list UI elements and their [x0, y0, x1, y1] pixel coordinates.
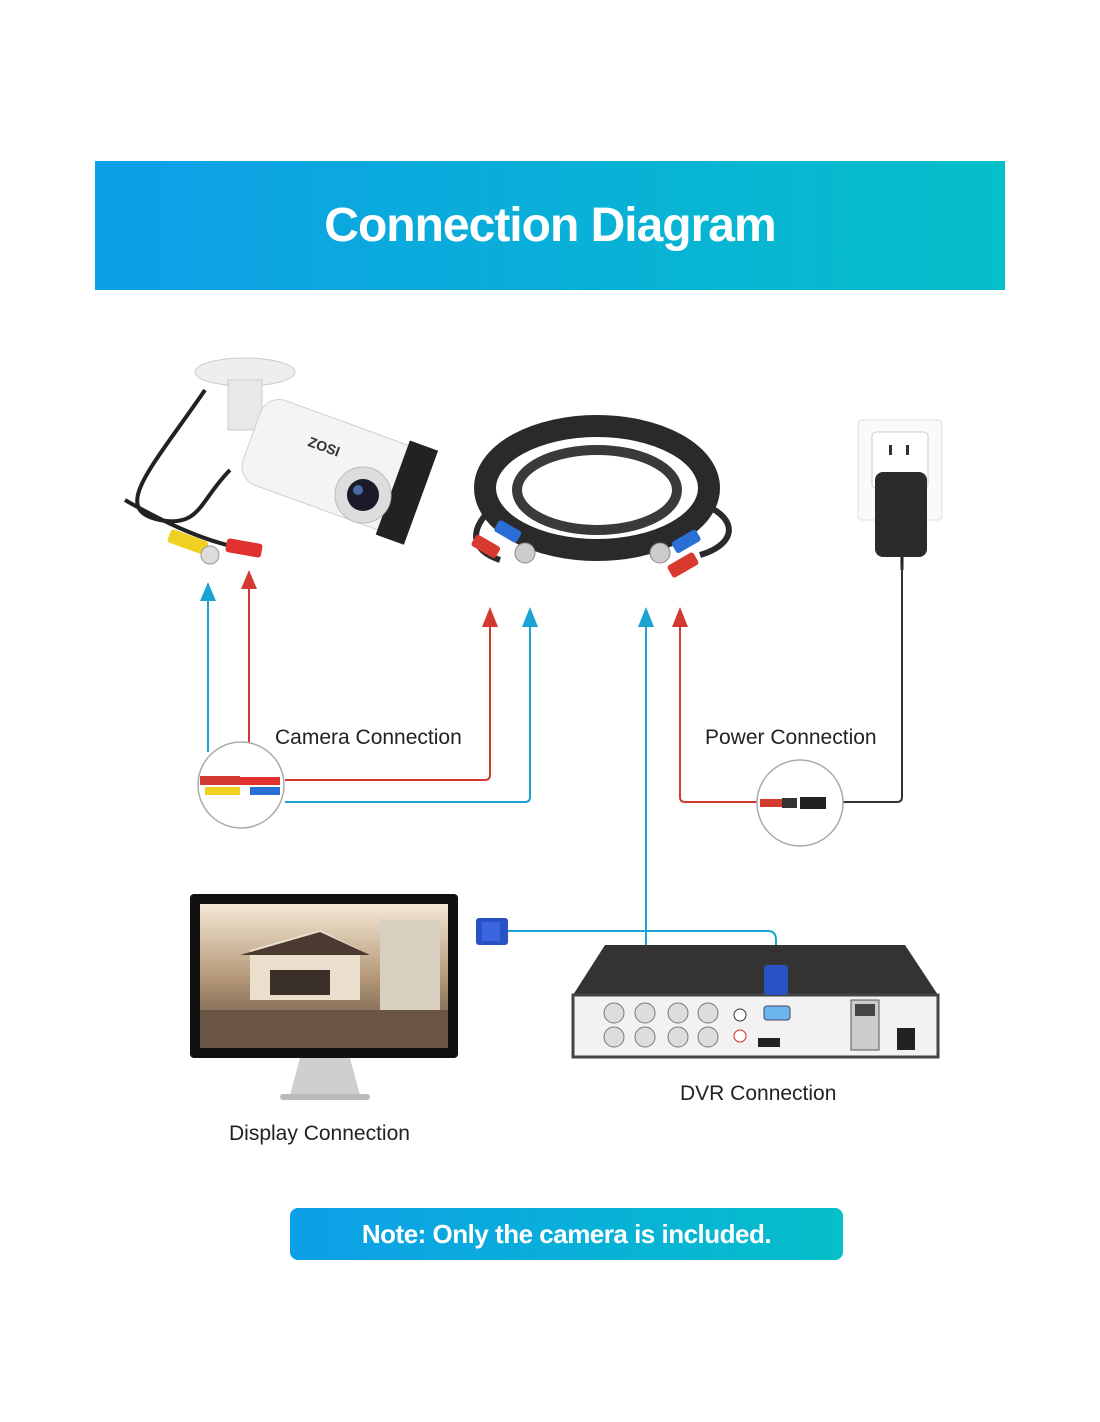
dvr-connection-label: DVR Connection: [680, 1082, 837, 1105]
adapter-power-line: [679, 625, 760, 803]
adapter-cord-line: [843, 565, 903, 803]
camera-connector-detail: [197, 741, 285, 829]
extension-video-line: [285, 625, 531, 803]
title-banner: Connection Diagram: [95, 161, 1005, 290]
power-connector-detail: [756, 759, 844, 847]
arrow-up-icon: [241, 570, 257, 589]
power-connection-label: Power Connection: [705, 726, 877, 749]
arrow-up-icon: [638, 607, 654, 627]
note-banner: Note: Only the camera is included.: [290, 1208, 843, 1260]
arrow-up-icon: [482, 607, 498, 627]
arrow-up-icon: [672, 607, 688, 627]
display-connection-label: Display Connection: [229, 1122, 410, 1145]
arrow-up-icon: [522, 607, 538, 627]
vga-line: [508, 930, 777, 965]
camera-illustration: ZOSI: [124, 357, 439, 565]
vga-connector-icon: [476, 918, 508, 945]
arrowheads: [200, 570, 688, 627]
extension-power-line: [285, 625, 491, 781]
page-title: Connection Diagram: [324, 199, 776, 252]
camera-connection-label: Camera Connection: [275, 726, 462, 749]
dvr-illustration: [571, 945, 940, 1059]
arrow-up-icon: [200, 582, 216, 601]
power-adapter-illustration: [857, 419, 943, 570]
bnc-cable-illustration: [471, 415, 732, 578]
monitor-illustration: [190, 894, 458, 1100]
